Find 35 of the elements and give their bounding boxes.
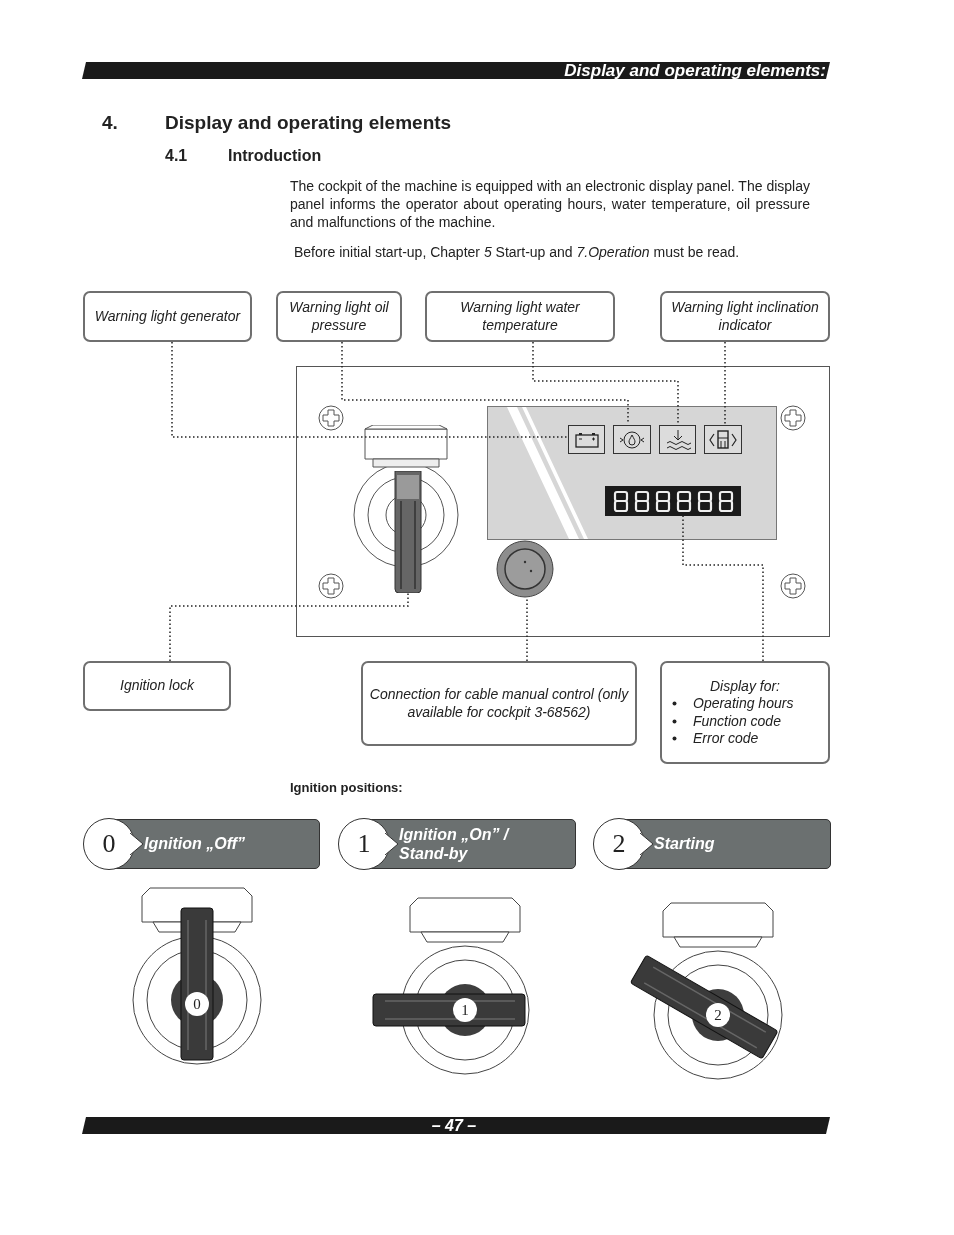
control-panel [296,366,830,637]
leader-line [341,341,629,425]
callout-box [83,661,231,711]
leader-line [724,341,726,425]
callout-box [83,291,252,342]
callout-text: Warning light oil pressure [288,299,390,334]
leader-line [532,341,679,425]
page-number: – 47 – [431,1117,478,1134]
callout-box [361,661,637,746]
callout-text: Display for: [710,677,780,695]
callout-text: Ignition lock [120,677,194,695]
bullet-item: Operating hours [693,695,794,713]
warning-light [613,425,651,454]
callout-box [660,661,830,764]
subsection-title: Introduction [228,146,322,166]
leader-line [682,514,764,662]
header-title: Display and operating elements: [564,62,827,79]
callout-text: Warning light water temperature [459,299,581,334]
bullet-item: Function code [693,712,781,730]
subsection-number: 4.1 [165,146,188,166]
callout-text: Warning light inclination indicator [670,299,820,334]
section-number: 4. [102,111,118,135]
leader-line [171,341,568,438]
section-title: Display and operating elements [165,111,452,135]
paragraph: The cockpit of the machine is equipped with an electronic display panel. The display panel informs the operator about operating hours, water temperature, oil pressure and malfunctions of the machine. [290,178,810,232]
callout-box [660,291,830,342]
bullet-item: Error code [693,730,759,748]
callout-box [276,291,402,342]
warning-light [568,425,605,454]
callout-text: Connection for cable manual control (only available for cockpit 3-68562) [368,686,630,721]
leader-line [169,591,409,662]
callout-box [425,291,615,342]
paragraph: Before initial start-up, Chapter 5 Start-up and 7.Operation must be read. [294,244,740,262]
section-label: Ignition positions: [290,780,403,797]
callout-text: Warning light generator [94,307,241,326]
